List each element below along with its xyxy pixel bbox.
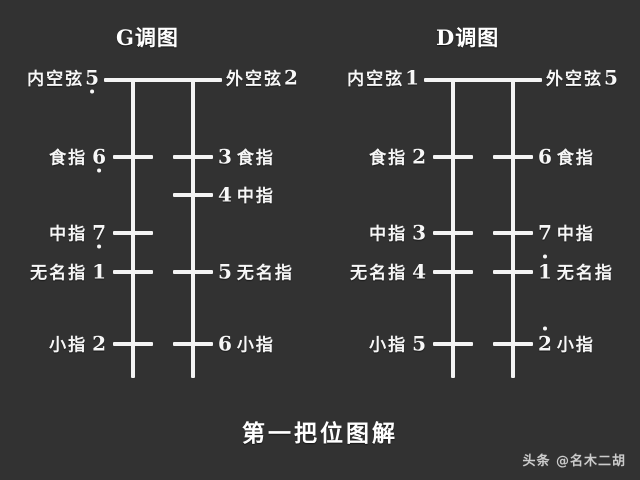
g-inner-string: [131, 78, 135, 378]
g-outer-tick-3: [173, 270, 213, 274]
jianpu-number: 3: [218, 144, 232, 169]
d-inner-string: [451, 78, 455, 378]
d-inner-tick-2: [433, 231, 473, 235]
figure-caption: 第一把位图解: [242, 420, 398, 447]
jianpu-number: 5: [604, 65, 618, 90]
jianpu-number: 5: [412, 331, 426, 356]
g-open-string-bar: [104, 78, 222, 82]
g-inner-tick-3: [113, 270, 153, 274]
watermark: 头条 @名木二胡: [522, 454, 626, 469]
jianpu-number: 1: [538, 254, 552, 284]
d-key-diagram-title: D调图: [436, 25, 500, 50]
d-inner-tick-4: [433, 342, 473, 346]
jianpu-number: 6: [218, 331, 232, 356]
jianpu-number: 2: [92, 331, 106, 356]
jianpu-number: 1: [405, 65, 419, 90]
d-outer-tick-3: [493, 270, 533, 274]
d-inner-tick-0: [433, 155, 473, 159]
d-inner-tick-3: [433, 270, 473, 274]
jianpu-number: 1: [92, 259, 106, 284]
jianpu-number: 5: [218, 259, 232, 284]
g-key-diagram-title: G调图: [116, 25, 179, 50]
g-inner-tick-0: [113, 155, 153, 159]
g-inner-tick-4: [113, 342, 153, 346]
d-open-string-bar: [424, 78, 542, 82]
jianpu-number: 6: [92, 144, 106, 173]
jianpu-number: 7: [92, 220, 106, 249]
d-outer-tick-4: [493, 342, 533, 346]
d-open-inner-label: 内空弦1: [347, 65, 419, 90]
g-open-inner-label: 内空弦5: [27, 65, 99, 94]
jianpu-number: 3: [412, 220, 426, 245]
g-outer-tick-0: [173, 155, 213, 159]
d-outer-tick-0: [493, 155, 533, 159]
jianpu-number: 4: [412, 259, 426, 284]
g-outer-tick-1: [173, 193, 213, 197]
d-outer-tick-2: [493, 231, 533, 235]
g-outer-tick-4: [173, 342, 213, 346]
g-open-outer-label: 外空弦2: [226, 65, 298, 90]
d-outer-string: [511, 78, 515, 378]
jianpu-number: 2: [538, 326, 552, 356]
g-outer-string: [191, 78, 195, 378]
d-open-outer-label: 外空弦5: [546, 65, 618, 90]
g-inner-tick-2: [113, 231, 153, 235]
jianpu-number: 6: [538, 144, 552, 169]
jianpu-number: 4: [218, 182, 232, 207]
jianpu-number: 5: [85, 65, 99, 94]
jianpu-number: 7: [538, 220, 552, 245]
jianpu-number: 2: [412, 144, 426, 169]
jianpu-number: 2: [284, 65, 298, 90]
